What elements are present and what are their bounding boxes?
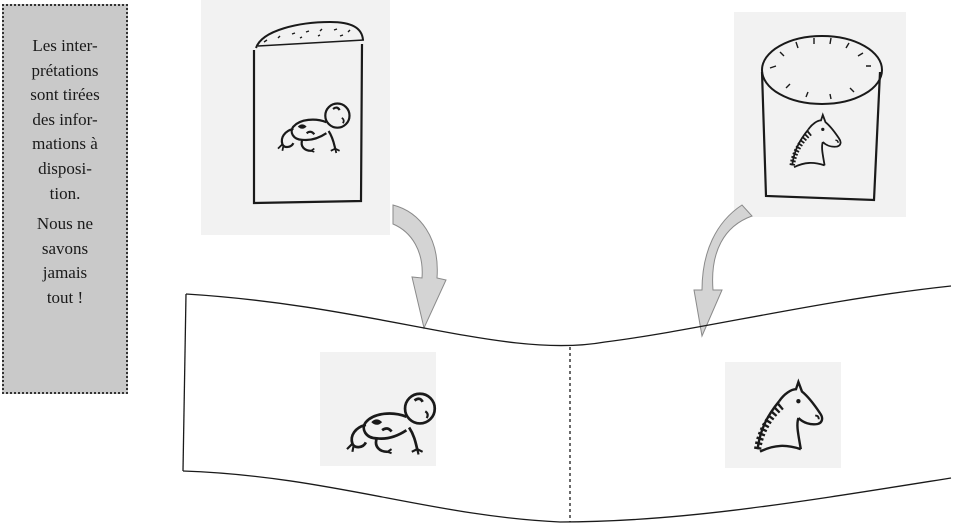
left-curved-arrow bbox=[393, 205, 446, 328]
crawling-baby-icon bbox=[320, 352, 436, 466]
right-curved-arrow bbox=[694, 205, 752, 336]
jar-with-horse-head-icon bbox=[734, 12, 906, 217]
jar-with-crawling-baby-icon bbox=[201, 0, 390, 235]
horse-head-icon bbox=[725, 362, 841, 468]
